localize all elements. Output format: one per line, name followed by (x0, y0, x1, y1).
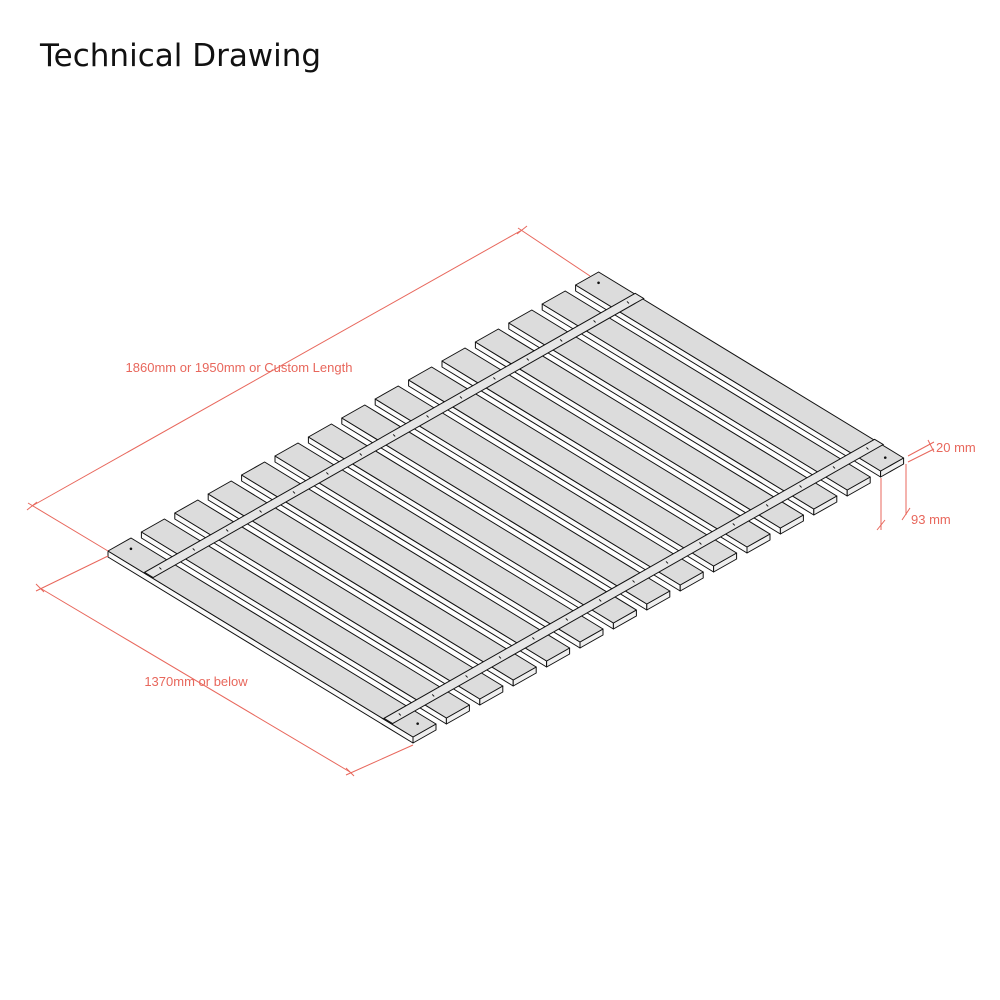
length-dimension-line (31, 229, 523, 507)
slat (408, 366, 738, 573)
slat (174, 499, 504, 706)
slat-top-face (207, 480, 537, 681)
batten-hole-icon (426, 415, 429, 418)
batten-hole-icon (392, 434, 396, 437)
batten-hole-icon (598, 599, 602, 602)
dimension-lines (26, 225, 935, 777)
slat (307, 423, 637, 630)
slat-top-face (274, 442, 604, 643)
slat (241, 461, 571, 668)
slat (508, 309, 838, 516)
batten-hole-icon (159, 567, 162, 570)
batten-hole-icon (559, 339, 563, 342)
screw-hole-icon (883, 456, 887, 459)
slat-top-face (441, 347, 771, 548)
slat (207, 480, 537, 687)
batten-hole-icon (459, 396, 463, 399)
thickness-dimension-label: 20 mm (936, 440, 976, 455)
slat-top-face (174, 499, 504, 700)
slat-top-face (408, 366, 738, 567)
slat (140, 518, 470, 725)
screw-hole-icon (597, 281, 600, 285)
batten-hole-icon (866, 447, 869, 450)
batten-hole-icon (225, 529, 229, 532)
slat-top-face (307, 423, 637, 624)
batten-hole-icon (665, 561, 669, 564)
width-dimension-line (39, 587, 351, 773)
slat-top-face (241, 461, 571, 662)
length-dimension-label: 1860mm or 1950mm or Custom Length (126, 360, 353, 375)
slat (541, 290, 871, 497)
batten-hole-icon (765, 504, 769, 507)
width-extension-right (345, 744, 414, 776)
batten-hole-icon (465, 675, 468, 678)
batten-hole-icon (632, 580, 635, 583)
batten-hole-icon (398, 713, 402, 716)
batten-hole-icon (832, 466, 836, 469)
screw-hole-icon (416, 722, 419, 725)
batten-hole-icon (493, 377, 496, 380)
width-dimension-label: 1370mm or below (144, 674, 248, 689)
slats-group (107, 271, 905, 744)
batten-hole-icon (526, 358, 530, 361)
batten-hole-icon (593, 320, 596, 323)
batten-hole-icon (699, 542, 702, 545)
slat-width-dimension-label: 93 mm (911, 512, 951, 527)
batten-hole-icon (799, 485, 802, 488)
batten-hole-icon (292, 491, 296, 494)
slat-top-face (374, 385, 704, 586)
batten-hole-icon (326, 472, 329, 475)
length-extension-left (27, 502, 109, 552)
page-title: Technical Drawing (40, 38, 322, 74)
batten-hole-icon (498, 656, 502, 659)
slat-top-face (474, 328, 804, 529)
slat-top-face (541, 290, 871, 491)
batten-hole-icon (431, 694, 435, 697)
batten-hole-icon (532, 637, 535, 640)
slat-top-face (575, 271, 905, 472)
slat-top-face (140, 518, 470, 719)
batten-strip (383, 438, 885, 725)
batten-hole-icon (732, 523, 736, 526)
battens-group (143, 292, 885, 725)
slat (474, 328, 804, 535)
slat (441, 347, 771, 554)
slat (274, 442, 604, 649)
batten-strip (143, 292, 645, 579)
batten-hole-icon (359, 453, 363, 456)
slat (374, 385, 704, 592)
batten-hole-icon (192, 548, 196, 551)
slat-top-face (341, 404, 671, 605)
slat-top-face (508, 309, 838, 510)
screw-hole-icon (129, 547, 133, 551)
batten-hole-icon (565, 618, 569, 621)
batten-hole-icon (259, 510, 262, 513)
batten-hole-icon (626, 301, 630, 304)
thickness-extension-2 (907, 448, 935, 463)
length-extension-right (517, 227, 591, 277)
slat (341, 404, 671, 611)
slat (107, 537, 437, 744)
slat (575, 271, 905, 478)
width-extension-left (35, 555, 109, 592)
slat-top-face (107, 537, 437, 738)
